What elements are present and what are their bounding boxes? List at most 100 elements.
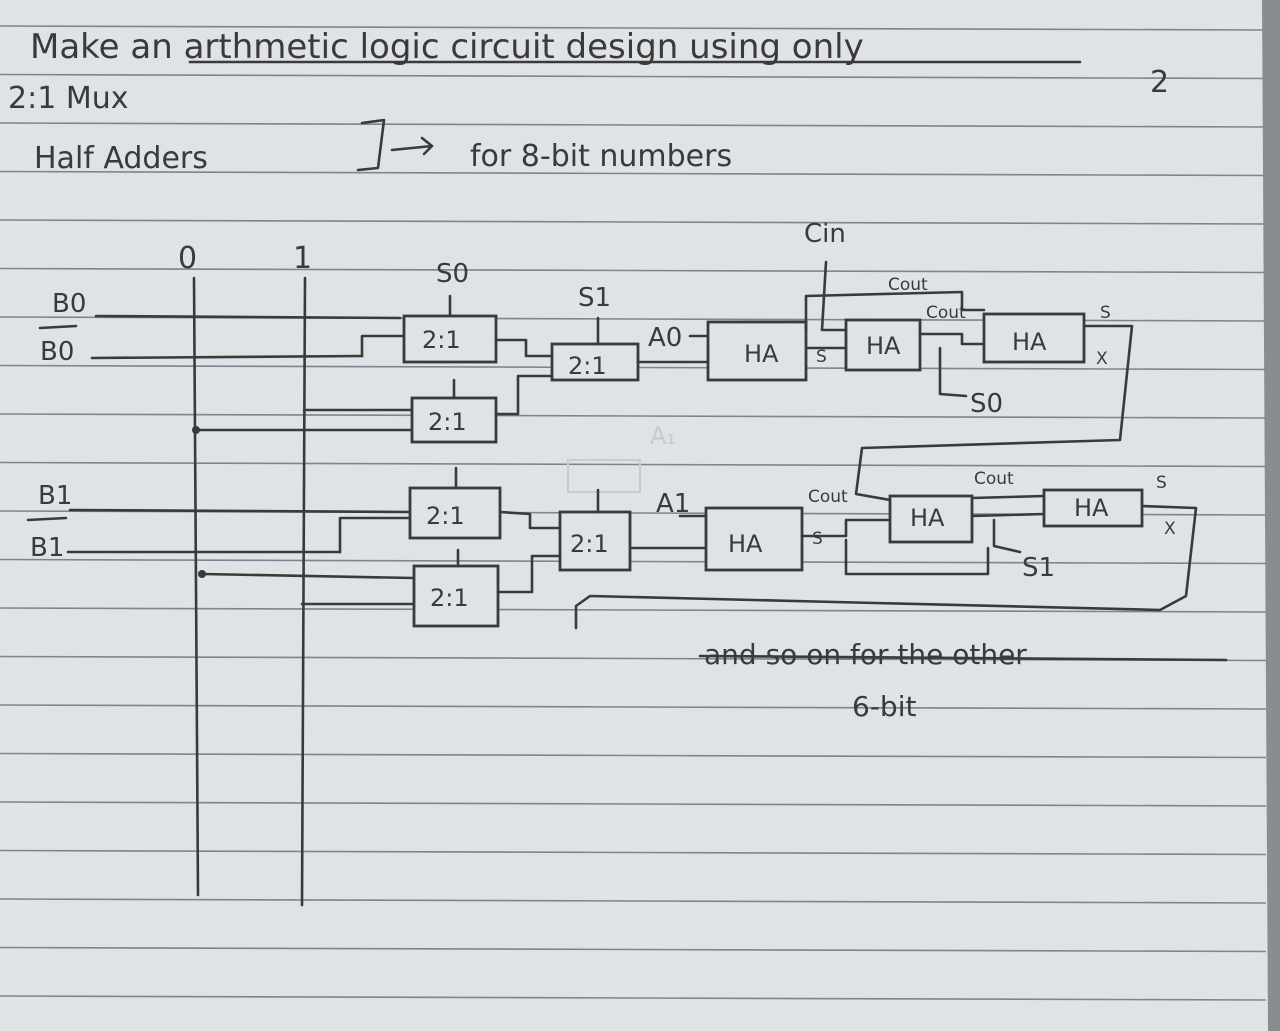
- select-s1-label: S1: [578, 283, 611, 313]
- bit1-mux-3-label: 2:1: [570, 530, 609, 558]
- ruled-line: [0, 898, 1267, 904]
- bit0-stage: B0 B0 2:1 2:1 2:1 A0 HA S HA HA: [38, 260, 1134, 502]
- bit1-mux-3: [558, 510, 632, 572]
- bit1-ha-1-label: HA: [728, 530, 763, 558]
- heading-line-1: Make an arthmetic logic circuit design u…: [30, 27, 864, 67]
- bit0-s-label: S: [816, 347, 827, 367]
- b1-bar-overline: [26, 516, 68, 522]
- bit1-lower-loop: [844, 538, 990, 576]
- zero-to-mux-wire-2: [200, 572, 416, 580]
- select-s0-label: S0: [436, 259, 469, 289]
- b0-label: B0: [52, 289, 86, 319]
- bit1-mux-2: [412, 564, 500, 628]
- b1-bar-label: B1: [30, 533, 64, 563]
- bit1-sum-out: S1: [1022, 553, 1055, 583]
- ruled-line: [0, 946, 1267, 953]
- b0-bar-wire: [90, 354, 364, 360]
- a0-label: A0: [648, 323, 682, 353]
- bit0-ha-2-label: HA: [866, 332, 901, 360]
- ruled-line: [0, 849, 1267, 856]
- bit0-ha-1: [706, 320, 808, 382]
- b0-bar-overline: [38, 324, 78, 330]
- ruled-line: [0, 607, 1267, 613]
- rail-zero: [192, 276, 200, 897]
- bit0-cout-2: Cout: [926, 303, 966, 323]
- page-edge: [1262, 0, 1280, 1031]
- bit0-x-out: X: [1096, 349, 1108, 369]
- ghost-text: A₁: [650, 422, 676, 450]
- bit1-ha-2-label: HA: [910, 504, 945, 532]
- b0-wire: [94, 314, 402, 320]
- mux5-out: [496, 554, 562, 594]
- heading-line-2-number: 2: [1150, 65, 1169, 100]
- ha2-to-ha3: [918, 332, 986, 346]
- bit0-mux-3: [550, 342, 640, 382]
- bracket: [356, 118, 386, 172]
- bit1-ha-2: [888, 494, 974, 544]
- cin-wire: [820, 260, 848, 332]
- b0-bar-label: B0: [40, 337, 74, 367]
- bit0-ha-3: [982, 312, 1086, 364]
- bit1-ha-3: [1042, 488, 1144, 528]
- s1-out-wire: [992, 518, 1022, 554]
- ruled-line: [0, 73, 1267, 80]
- s0-out-wire: [938, 346, 968, 398]
- heading-line-3-left: Half Adders: [34, 141, 208, 176]
- bit1-cout-1: Cout: [808, 487, 848, 507]
- bit0-carry-to-bit1: [854, 324, 1134, 502]
- mux4-out: [498, 510, 562, 530]
- ghost-box: [567, 459, 641, 493]
- mux2-out: [494, 374, 554, 416]
- ruled-line: [0, 122, 1267, 128]
- note-line-2: 6-bit: [852, 690, 916, 723]
- bit0-s-out: S: [1100, 303, 1111, 323]
- ruled-line: [0, 752, 1267, 759]
- arrow-icon: [390, 136, 434, 156]
- bit1-s-out: S: [1156, 473, 1167, 493]
- b1-label: B1: [38, 481, 72, 511]
- bit0-ha-2: [844, 318, 922, 372]
- bit1-stage: B1 B1 2:1 2:1 2:1 A1 HA S Cout HA HA Cou…: [26, 466, 1198, 630]
- bit0-mux-3-label: 2:1: [568, 352, 607, 380]
- note-underline: [698, 654, 1228, 662]
- rail-one: [300, 276, 307, 907]
- ruled-line: [0, 558, 1267, 565]
- ha5-to-ha6: [970, 512, 1046, 518]
- note-line-1: and so on for the other: [704, 638, 1027, 671]
- cin-label: Cin: [804, 219, 846, 249]
- rail-zero-label: 0: [178, 241, 197, 276]
- bit1-mux-1-label: 2:1: [426, 502, 465, 530]
- ruled-line: [0, 995, 1267, 1001]
- rail-one-label: 1: [293, 241, 312, 276]
- heading-line-2: 2:1 Mux: [8, 81, 128, 116]
- b0-bar-to-mux: [360, 334, 406, 358]
- ruled-line: [0, 413, 1267, 419]
- ruled-line: [0, 170, 1267, 177]
- bit1-ha-1: [704, 506, 804, 572]
- ruled-line: [0, 25, 1267, 31]
- bit0-mux-2-label: 2:1: [428, 408, 467, 436]
- bit0-ha-3-label: HA: [1012, 328, 1047, 356]
- a1-label: A1: [656, 489, 690, 519]
- bit1-x-out: X: [1164, 519, 1176, 539]
- b1-wire: [68, 508, 412, 514]
- bit1-s-label: S: [812, 529, 823, 549]
- ruled-line: [0, 704, 1267, 710]
- bit1-mux-2-label: 2:1: [430, 584, 469, 612]
- bit0-ha-1-label: HA: [744, 340, 779, 368]
- bit0-mux-1-label: 2:1: [422, 326, 461, 354]
- heading-line-3-right: for 8-bit numbers: [470, 139, 732, 174]
- ruled-line: [0, 801, 1267, 807]
- bit0-mux-2: [410, 396, 498, 444]
- ha5-cout-wire: [970, 494, 1046, 500]
- bit1-cout-2: Cout: [974, 469, 1014, 489]
- bit0-cout-1: Cout: [888, 275, 928, 295]
- bit0-cout-loop: [804, 290, 986, 332]
- ha4-to-ha5: [800, 518, 892, 538]
- ruled-line: [0, 267, 1267, 274]
- bit0-sum-out: S0: [970, 389, 1003, 419]
- mux1-out: [494, 338, 554, 358]
- b1-bar-to-mux: [338, 516, 412, 554]
